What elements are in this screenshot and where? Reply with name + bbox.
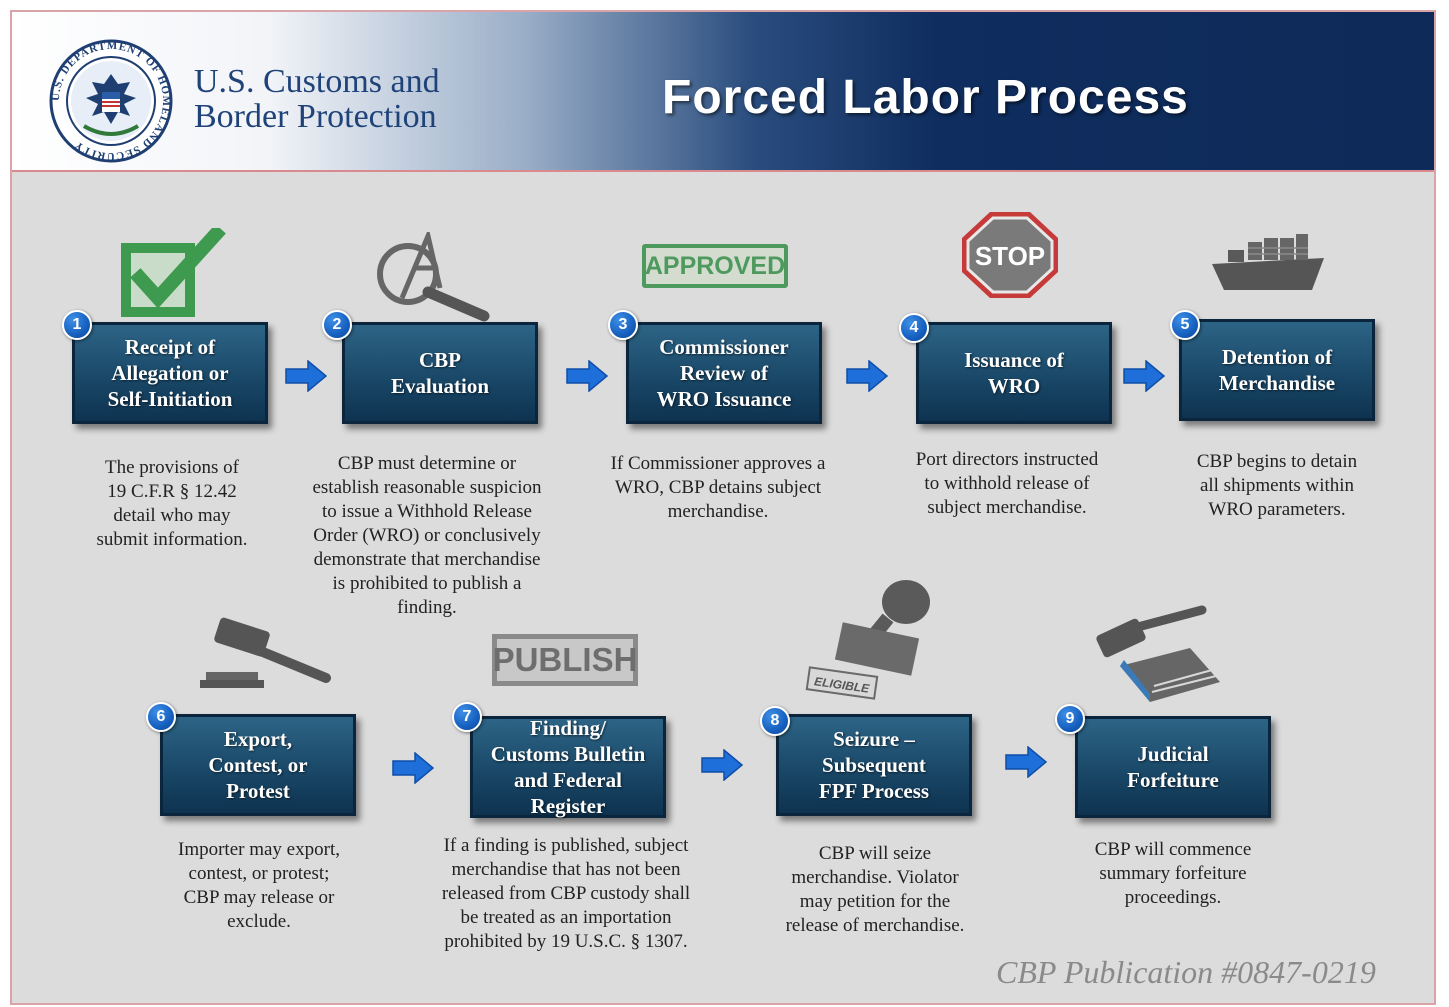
step-6-description: Importer may export, contest, or protest…: [178, 839, 340, 932]
page-title: Forced Labor Process: [662, 71, 1189, 124]
step-4-number: 4: [899, 313, 929, 343]
step-4-description: Port directors instructed to withhold re…: [915, 449, 1099, 518]
arrow-right-icon: [285, 360, 328, 392]
arrow-right-icon: [846, 360, 889, 392]
forced-labor-infographic: U.S. DEPARTMENT OF HOMELAND SECURITY U.S…: [10, 10, 1436, 1005]
step-5-description: CBP begins to detain all shipments withi…: [1196, 451, 1358, 520]
step-3-number: 3: [608, 310, 638, 340]
step-6-box: Export, Contest, or Protest: [160, 714, 356, 816]
step-5-number: 5: [1170, 310, 1200, 340]
arrow-right-icon: [1123, 360, 1166, 392]
step-3-description: If Commissioner approves a WRO, CBP deta…: [610, 453, 826, 522]
step-4-box: Issuance of WRO: [916, 322, 1112, 424]
step-8-description: CBP will seize merchandise. Violator may…: [785, 843, 965, 936]
publish-stamp-text: PUBLISH: [492, 641, 638, 678]
step-1-number: 1: [62, 310, 92, 340]
step-9-number: 9: [1055, 704, 1085, 734]
step-3-box: Commissioner Review of WRO Issuance: [626, 322, 822, 424]
step-9-description: CBP will commence summary forfeiture pro…: [1094, 839, 1252, 908]
step-7-box: Finding/ Customs Bulletin and Federal Re…: [470, 716, 666, 818]
arrow-right-icon: [701, 749, 744, 781]
cargo-ship-icon: [1212, 234, 1324, 290]
arrow-right-icon: [392, 752, 435, 784]
gavel-book-icon: [1096, 605, 1220, 702]
header-banner: U.S. DEPARTMENT OF HOMELAND SECURITY U.S…: [12, 12, 1434, 172]
step-1-box: Receipt of Allegation or Self-Initiation: [72, 322, 268, 424]
step-2-description: CBP must determine or establish reasonab…: [312, 453, 542, 618]
magnifying-glass-icon: [377, 232, 490, 322]
agency-name: U.S. Customs and Border Protection: [194, 63, 440, 135]
step-8-box: Seizure – Subsequent FPF Process: [776, 714, 972, 816]
step-2-number: 2: [322, 310, 352, 340]
step-6-number: 6: [146, 702, 176, 732]
step-1-description: The provisions of 19 C.F.R § 12.42 detai…: [96, 457, 248, 550]
step-7-number: 7: [452, 702, 482, 732]
dhs-seal-icon: U.S. DEPARTMENT OF HOMELAND SECURITY: [49, 39, 173, 163]
gavel-icon: [200, 617, 331, 688]
approved-stamp-text: APPROVED: [644, 251, 786, 280]
publish-stamp-icon: PUBLISH: [492, 634, 638, 686]
publication-number: CBP Publication #0847-0219: [996, 954, 1376, 990]
approved-stamp-icon: APPROVED: [642, 244, 788, 288]
step-2-box: CBP Evaluation: [342, 322, 538, 424]
arrow-right-icon: [566, 360, 609, 392]
step-5-box: Detention of Merchandise: [1179, 319, 1375, 421]
step-9-box: Judicial Forfeiture: [1075, 716, 1271, 818]
checkbox-check-icon: [121, 228, 226, 317]
step-7-description: If a finding is published, subject merch…: [441, 835, 691, 952]
arrow-right-icon: [1005, 746, 1048, 778]
stop-sign-icon: STOP: [962, 212, 1058, 298]
step-8-number: 8: [760, 706, 790, 736]
rubber-stamp-icon: ELIGIBLE: [805, 580, 930, 700]
stop-sign-text: STOP: [975, 241, 1045, 271]
